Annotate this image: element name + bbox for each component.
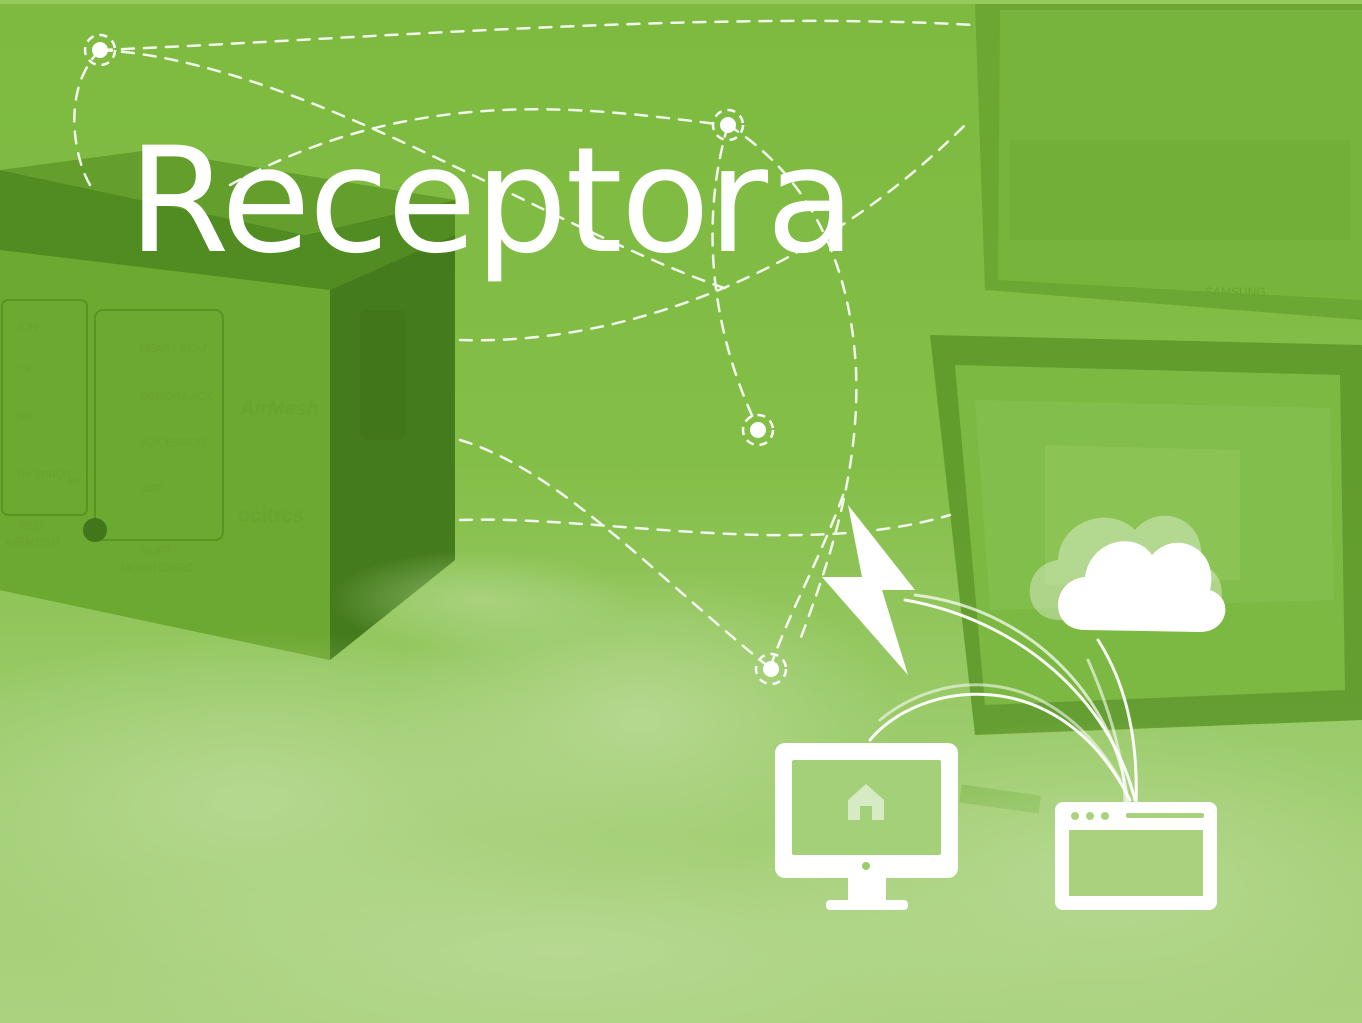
mesh-link bbox=[458, 513, 952, 537]
led-label: ACK ERROR bbox=[140, 437, 205, 449]
mesh-link bbox=[73, 48, 102, 187]
home-icon bbox=[848, 784, 884, 820]
mesh-node-icon bbox=[754, 652, 788, 686]
mesh-link bbox=[458, 123, 967, 342]
background-monitor-back: SAMSUNG bbox=[975, 4, 1362, 320]
brand-label: AirMesh bbox=[239, 398, 319, 420]
maker-label: ocitrcs bbox=[238, 505, 304, 527]
led-label: DEMORA ACK bbox=[140, 391, 213, 403]
led-label: TX bbox=[18, 364, 33, 376]
mesh-link bbox=[98, 19, 977, 52]
mesh-link bbox=[98, 48, 732, 292]
led-label: RT bbox=[68, 477, 81, 488]
mesh-link bbox=[711, 123, 760, 430]
mesh-node-icon bbox=[83, 33, 117, 67]
background-laptop bbox=[930, 335, 1362, 735]
led-label: ION bbox=[18, 321, 38, 333]
group-label: RED bbox=[18, 519, 44, 533]
mesh-node-icon bbox=[711, 108, 745, 142]
top-accent-line bbox=[0, 0, 1362, 4]
group-label: SOFT bbox=[140, 544, 173, 558]
page-title: Receptora bbox=[128, 116, 856, 286]
group-label: MONITOREO bbox=[120, 561, 194, 575]
cloud-icon bbox=[1029, 515, 1226, 632]
mesh-link bbox=[458, 438, 772, 670]
mesh-link bbox=[768, 488, 847, 670]
lightning-icon bbox=[822, 505, 915, 675]
airmesh-device: ION TX RX RX ERROR RT HEART BEAT DEMORA … bbox=[0, 150, 455, 660]
led-label: RX bbox=[18, 411, 34, 423]
browser-window-icon bbox=[1055, 802, 1217, 910]
led-label: COP bbox=[140, 483, 164, 495]
monitor-brand-label: SAMSUNG bbox=[1205, 285, 1266, 299]
mesh-node-icon bbox=[741, 413, 775, 447]
led-label: RX ERROR bbox=[18, 470, 71, 481]
mesh-link bbox=[726, 123, 858, 642]
led-label: HEART BEAT bbox=[140, 343, 208, 355]
group-label: AIRMESH bbox=[5, 535, 60, 549]
